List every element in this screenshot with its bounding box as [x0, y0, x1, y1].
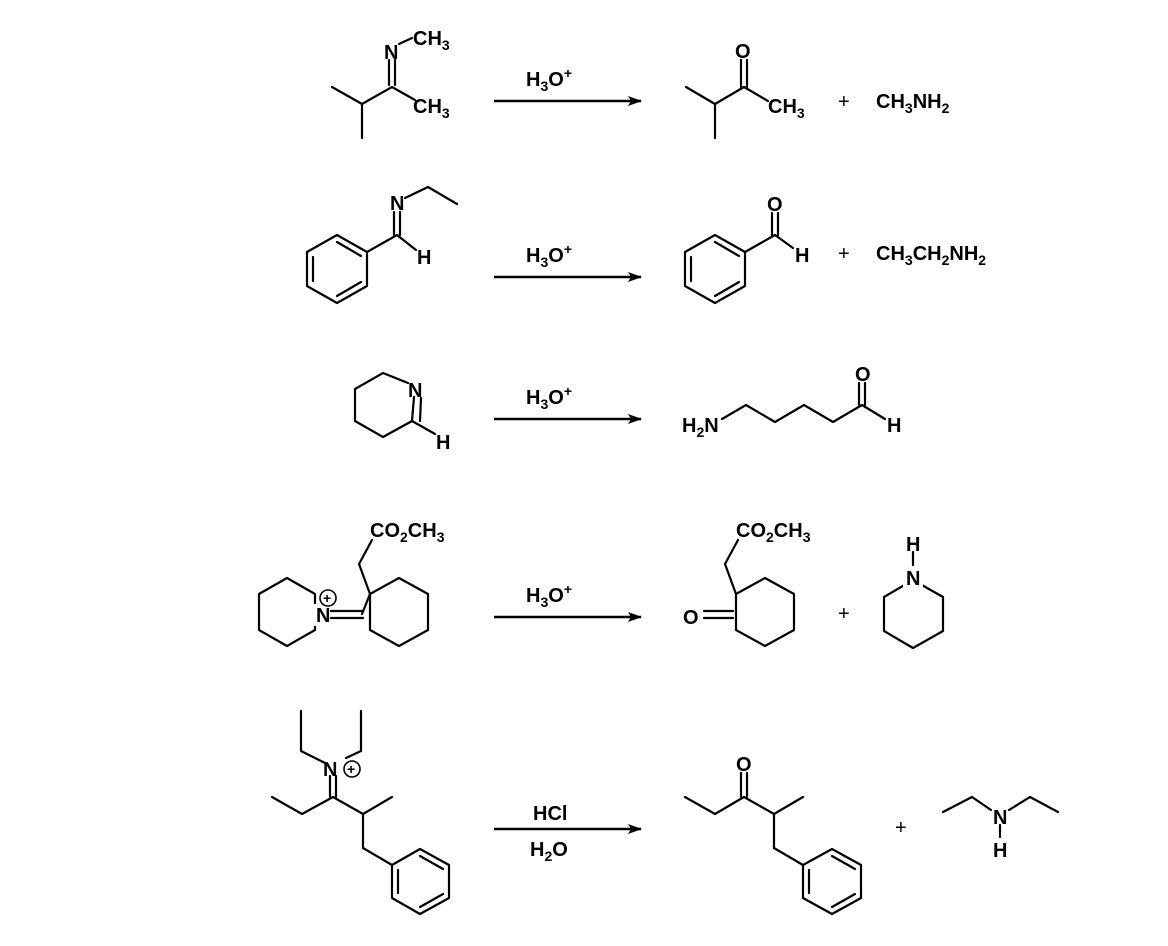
- oxygen-atom-label: O: [735, 41, 751, 63]
- nitrogen-atom-label: N: [993, 807, 1007, 829]
- reaction-3: N H H3O+ H2N O H: [353, 364, 901, 454]
- svg-text:H3O+: H3O+: [526, 65, 572, 94]
- oxygen-atom-label: O: [683, 607, 699, 629]
- hydrogen-atom-label: H: [417, 247, 431, 269]
- methyl-top-label: CH3: [413, 28, 450, 53]
- nitrogen-atom-label: N: [390, 193, 404, 215]
- reaction-5-product: O: [683, 754, 863, 916]
- positive-charge-symbol: +: [323, 590, 331, 606]
- reaction-1-reagent: H3O+: [526, 65, 572, 94]
- byproduct-diethylamine: N H: [941, 795, 1060, 862]
- nitrogen-atom-label: N: [384, 42, 398, 64]
- reaction-1: N CH3 CH3 H3O+ O CH3 + CH3NH2: [330, 28, 950, 140]
- reaction-1-product: O CH3: [684, 41, 805, 140]
- byproduct-methylamine: CH3NH2: [876, 91, 950, 116]
- nitrogen-atom-label: N: [316, 605, 330, 627]
- reaction-2-reagent: H3O+: [526, 241, 572, 270]
- methyl-label: CH3: [768, 96, 805, 121]
- reaction-2: N H H3O+ O H + CH3CH2NH2: [305, 185, 986, 305]
- reaction-3-reactant: N H: [353, 371, 450, 454]
- reaction-5: N + HCl H2O O + N H: [270, 709, 1060, 916]
- plus-sign: +: [838, 91, 850, 113]
- plus-sign: +: [895, 817, 907, 839]
- reaction-1-reactant: N CH3 CH3: [330, 28, 450, 140]
- hydrogen-atom-label: H: [906, 534, 920, 556]
- reaction-5-reactant: N +: [270, 709, 451, 916]
- svg-text:H2O: H2O: [530, 839, 568, 864]
- plus-sign: +: [838, 603, 850, 625]
- nitrogen-atom-label: N: [906, 568, 920, 590]
- nitrogen-atom-label: N: [408, 380, 422, 402]
- reaction-4: N + CO2CH3 H3O+ O CO2CH3 + N H: [257, 520, 945, 650]
- byproduct-ethylamine: CH3CH2NH2: [876, 243, 986, 268]
- ester-group-label: CO2CH3: [370, 520, 445, 545]
- reaction-4-reactant: N + CO2CH3: [257, 520, 445, 648]
- plus-sign: +: [838, 243, 850, 265]
- oxygen-atom-label: O: [736, 754, 752, 776]
- reaction-2-reactant: N H: [305, 185, 459, 305]
- reaction-4-product: O CO2CH3: [683, 520, 811, 648]
- svg-text:H3O+: H3O+: [526, 581, 572, 610]
- ester-group-label: CO2CH3: [736, 520, 811, 545]
- reagent-hcl: HCl: [533, 803, 567, 825]
- svg-text:H3O+: H3O+: [526, 241, 572, 270]
- oxygen-atom-label: O: [855, 364, 871, 386]
- hydrogen-atom-label: H: [993, 840, 1007, 862]
- hydrogen-atom-label: H: [795, 245, 809, 267]
- positive-charge-symbol: +: [347, 761, 355, 777]
- hydrogen-atom-label: H: [887, 415, 901, 437]
- oxygen-atom-label: O: [767, 194, 783, 216]
- byproduct-piperidine: N H: [882, 534, 945, 650]
- nitrogen-atom-label: N: [323, 759, 337, 781]
- hydrogen-atom-label: H: [436, 432, 450, 454]
- reaction-5-reagent: HCl H2O: [530, 803, 568, 864]
- amine-group-label: H2N: [682, 415, 719, 440]
- reaction-3-product: H2N O H: [682, 364, 901, 440]
- reaction-3-reagent: H3O+: [526, 383, 572, 412]
- reaction-2-product: O H: [683, 194, 809, 305]
- svg-text:H3O+: H3O+: [526, 383, 572, 412]
- reaction-4-reagent: H3O+: [526, 581, 572, 610]
- methyl-side-label: CH3: [413, 96, 450, 121]
